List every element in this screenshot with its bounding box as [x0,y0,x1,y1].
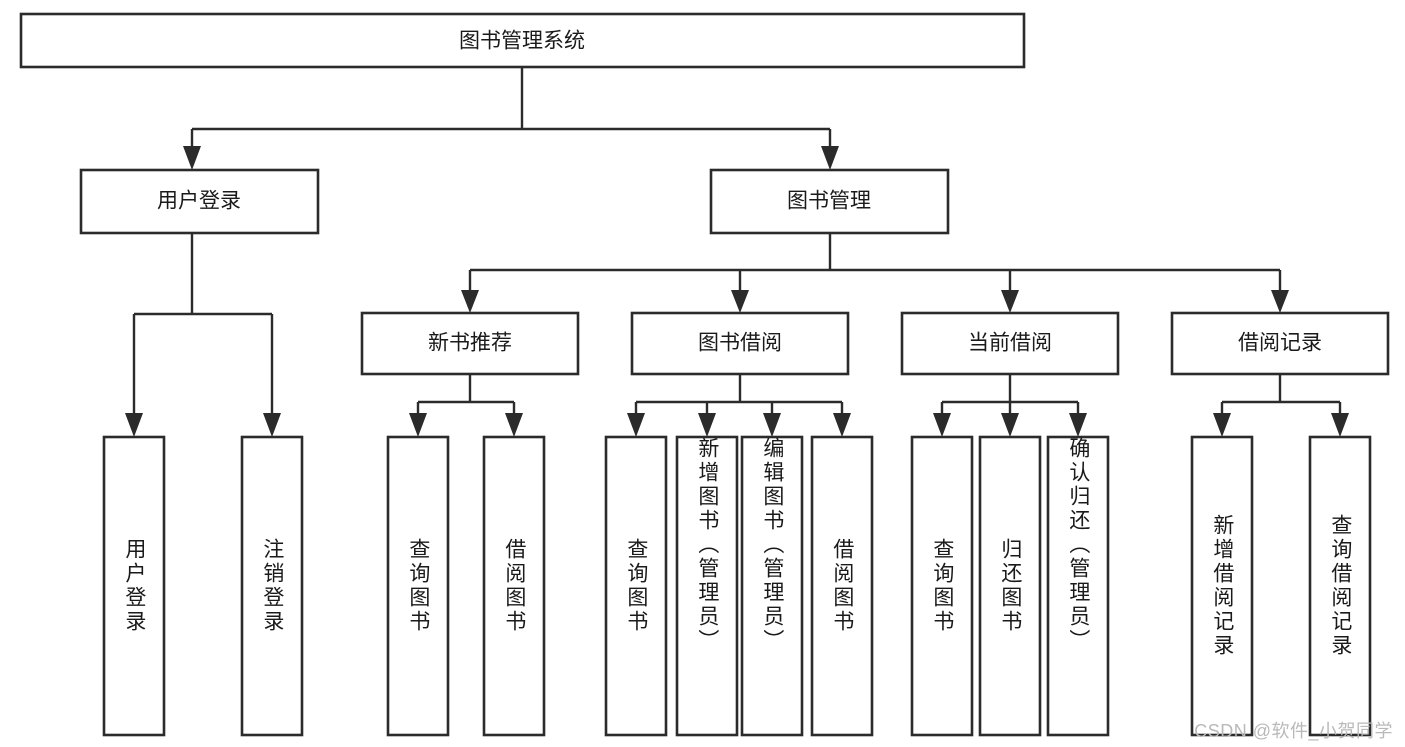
node-leaf-query-book-recommend[interactable] [386,435,450,737]
arrowhead-book-mgmt-c4 [1271,290,1289,313]
arrowhead-borrow-leaf3 [763,413,781,437]
arrowhead-record-leaf2 [1331,413,1349,437]
arrowhead-current-leaf1 [933,413,951,437]
node-root-label: 图书管理系统 [459,30,585,53]
arrowhead-borrow-leaf1 [627,413,645,437]
arrowhead-record-leaf1 [1213,413,1231,437]
node-user-login-label: 用户登录 [157,190,241,213]
node-leaf-query-book-current[interactable] [910,435,974,737]
arrowhead-user-login-leaf1 [125,413,143,437]
node-book-borrow-label: 图书借阅 [698,332,782,355]
node-leaf-edit-book-admin[interactable] [740,435,804,737]
node-leaf-query-borrow-record[interactable] [1308,435,1372,737]
node-leaf-add-borrow-record[interactable] [1190,435,1254,737]
arrowhead-book-mgmt-c3 [1001,290,1019,313]
arrowhead-book-mgmt-c1 [461,290,479,313]
node-leaf-confirm-return-admin[interactable] [1046,435,1110,737]
node-borrow-record[interactable] [1170,311,1390,376]
node-book-management-label: 图书管理 [787,190,871,213]
arrowhead-root-to-user-login [183,146,201,170]
node-leaf-return-book[interactable] [978,435,1042,737]
node-user-login[interactable] [79,168,320,235]
arrowhead-root-to-book-mgmt [821,146,839,170]
arrowhead-borrow-leaf2 [698,413,716,437]
arrowhead-user-login-leaf2 [263,413,281,437]
node-current-borrow[interactable] [900,311,1120,376]
node-current-borrow-label: 当前借阅 [968,332,1052,355]
node-leaf-logout[interactable] [240,435,304,737]
node-new-book-recommend-label: 新书推荐 [428,332,512,355]
node-leaf-borrow-book[interactable] [810,435,874,737]
node-leaf-borrow-book-recommend[interactable] [482,435,546,737]
node-leaf-query-book-borrow[interactable] [604,435,668,737]
arrowhead-recommend-leaf1 [409,413,427,437]
arrowhead-current-leaf2 [1001,413,1019,437]
node-book-management[interactable] [709,168,950,235]
node-borrow-record-label: 借阅记录 [1238,332,1322,355]
node-new-book-recommend[interactable] [360,311,580,376]
arrowhead-current-leaf3 [1069,413,1087,437]
node-leaf-add-book-admin[interactable] [675,435,739,737]
connector-layer [125,67,1349,437]
watermark: CSDN @软件_小贺同学 [1194,721,1393,741]
node-layer: 图书管理系统 用户登录 图书管理 新书推荐 图书借阅 当前借阅 借阅记录 [19,12,1390,737]
node-book-borrow[interactable] [630,311,850,376]
node-leaf-user-login[interactable] [102,435,166,737]
arrowhead-recommend-leaf2 [505,413,523,437]
arrowhead-book-mgmt-c2 [731,290,749,313]
arrowhead-borrow-leaf4 [833,413,851,437]
node-root[interactable] [19,12,1026,69]
